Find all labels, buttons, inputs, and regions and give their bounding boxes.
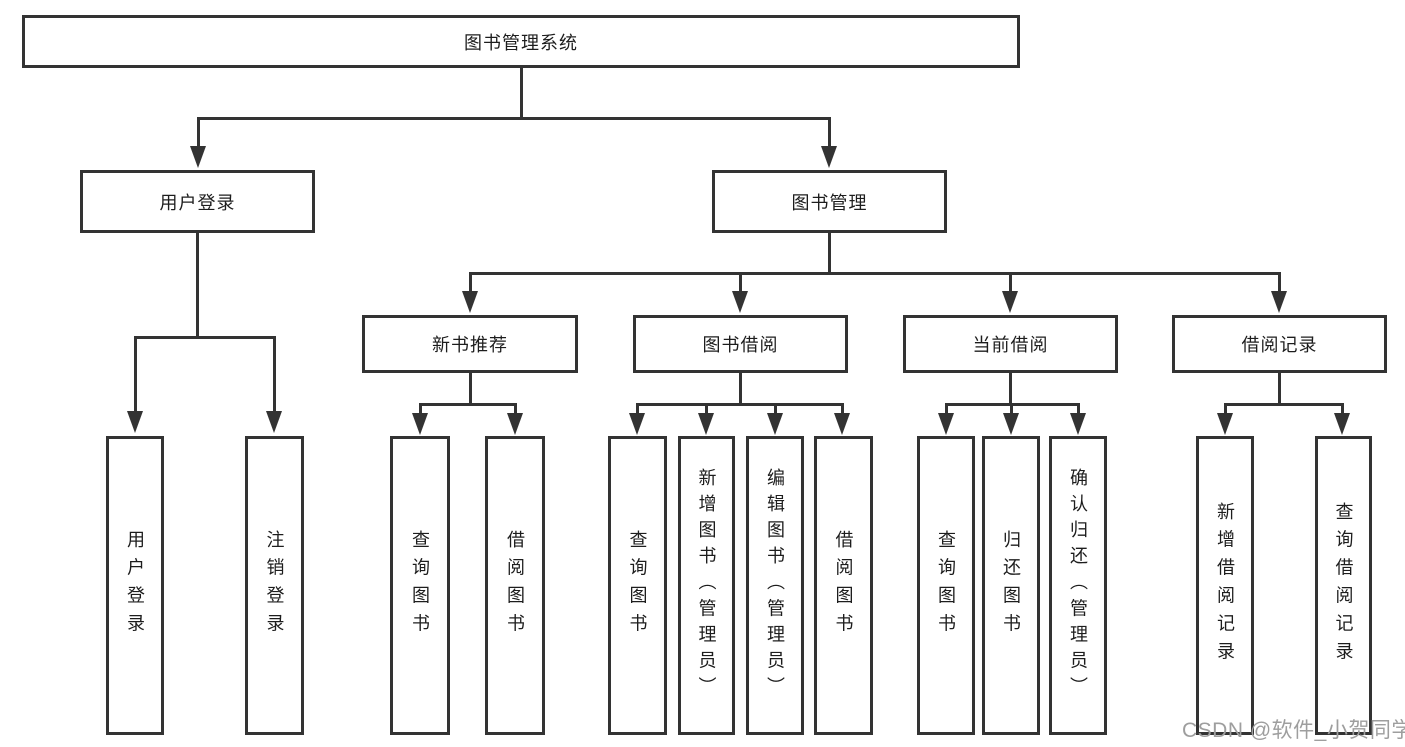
connector-drop (841, 403, 844, 414)
connector-root-rail (197, 117, 831, 120)
node-current-borrow: 当前借阅 (903, 315, 1118, 373)
connector-drop-user-login (197, 117, 200, 147)
node-root: 图书管理系统 (22, 15, 1020, 68)
arrow-down-icon (732, 291, 748, 313)
arrow-down-icon (1002, 291, 1018, 313)
leaf-user-login: 用户登录 (106, 436, 164, 735)
node-user-login-label: 用户登录 (159, 192, 236, 213)
node-book-mgmt-label: 图书管理 (791, 192, 868, 213)
connector-drop-borrow-records (1278, 272, 1281, 293)
leaf-add-books: 新增图书（管理员） (678, 436, 735, 735)
connector-drop (705, 403, 708, 414)
leaf-query-books-rec: 查询图书 (390, 436, 450, 735)
arrow-down-icon (1217, 413, 1233, 435)
arrow-down-icon (266, 411, 282, 433)
node-book-borrow: 图书借阅 (633, 315, 848, 373)
node-root-label: 图书管理系统 (464, 32, 578, 53)
connector-user-login-stem (196, 233, 199, 339)
leaf-add-borrow-record-label: 新增借阅记录 (1215, 501, 1235, 670)
node-current-borrow-label: 当前借阅 (972, 335, 1049, 355)
connector-drop (1224, 403, 1227, 414)
arrow-down-icon (629, 413, 645, 435)
arrow-down-icon (190, 146, 206, 168)
leaf-borrow-books-borrow-label: 借阅图书 (833, 529, 854, 642)
arrow-down-icon (127, 411, 143, 433)
connector-book-mgmt-rail (469, 272, 1281, 275)
connector-new-book-rec-rail (419, 403, 517, 406)
csdn-watermark: CSDN @软件_小贺同学 (1182, 719, 1405, 742)
leaf-query-borrow-record: 查询借阅记录 (1315, 436, 1372, 735)
arrow-down-icon (507, 413, 523, 435)
leaf-add-books-label: 新增图书（管理员） (696, 468, 717, 703)
leaf-borrow-books-rec: 借阅图书 (485, 436, 545, 735)
connector-drop (945, 403, 948, 414)
leaf-borrow-books-rec-label: 借阅图书 (505, 529, 525, 642)
connector-drop-book-mgmt (828, 117, 831, 147)
leaf-query-books-borrow-label: 查询图书 (627, 529, 648, 642)
leaf-confirm-return: 确认归还（管理员） (1049, 436, 1107, 735)
leaf-query-books-current-label: 查询图书 (936, 529, 956, 642)
leaf-edit-books-label: 编辑图书（管理员） (765, 468, 785, 703)
node-book-mgmt: 图书管理 (712, 170, 947, 233)
arrow-down-icon (834, 413, 850, 435)
connector-drop (514, 403, 517, 414)
connector-borrow-records-rail (1224, 403, 1344, 406)
node-new-book-rec-label: 新书推荐 (432, 335, 508, 355)
leaf-edit-books: 编辑图书（管理员） (746, 436, 804, 735)
arrow-down-icon (1070, 413, 1086, 435)
leaf-logout-label: 注销登录 (264, 529, 285, 642)
leaf-query-borrow-record-label: 查询借阅记录 (1333, 501, 1354, 670)
arrow-down-icon (1003, 413, 1019, 435)
arrow-down-icon (698, 413, 714, 435)
arrow-down-icon (412, 413, 428, 435)
connector-user-login-rail (134, 336, 276, 339)
leaf-return-books: 归还图书 (982, 436, 1040, 735)
connector-drop-current-borrow (1009, 272, 1012, 293)
leaf-return-books-label: 归还图书 (1001, 529, 1021, 642)
connector-drop-new-book-rec (469, 272, 472, 293)
connector-drop (636, 403, 639, 414)
connector-drop-leaf-logout (273, 336, 276, 412)
arrow-down-icon (821, 146, 837, 168)
connector-book-borrow-rail (636, 403, 844, 406)
connector-new-book-rec-stem (469, 373, 472, 406)
connector-book-mgmt-stem (828, 233, 831, 275)
connector-drop (1077, 403, 1080, 414)
leaf-confirm-return-label: 确认归还（管理员） (1068, 468, 1088, 703)
arrow-down-icon (1271, 291, 1287, 313)
arrow-down-icon (938, 413, 954, 435)
leaf-query-books-rec-label: 查询图书 (410, 529, 430, 642)
leaf-query-books-borrow: 查询图书 (608, 436, 667, 735)
connector-drop (774, 403, 777, 414)
node-book-borrow-label: 图书借阅 (702, 335, 779, 355)
leaf-query-books-current: 查询图书 (917, 436, 975, 735)
node-new-book-rec: 新书推荐 (362, 315, 578, 373)
connector-drop-book-borrow (739, 272, 742, 293)
connector-drop-leaf-user-login (134, 336, 137, 412)
arrow-down-icon (1334, 413, 1350, 435)
leaf-user-login-label: 用户登录 (125, 529, 145, 642)
leaf-logout: 注销登录 (245, 436, 304, 735)
connector-book-borrow-stem (739, 373, 742, 406)
connector-root-stem (520, 68, 523, 120)
node-borrow-records-label: 借阅记录 (1241, 335, 1318, 355)
connector-drop (419, 403, 422, 414)
leaf-borrow-books-borrow: 借阅图书 (814, 436, 873, 735)
connector-borrow-records-stem (1278, 373, 1281, 406)
node-user-login: 用户登录 (80, 170, 315, 233)
connector-drop (1010, 403, 1013, 414)
connector-current-borrow-stem (1009, 373, 1012, 406)
arrow-down-icon (767, 413, 783, 435)
arrow-down-icon (462, 291, 478, 313)
node-borrow-records: 借阅记录 (1172, 315, 1387, 373)
leaf-add-borrow-record: 新增借阅记录 (1196, 436, 1254, 735)
connector-drop (1341, 403, 1344, 414)
